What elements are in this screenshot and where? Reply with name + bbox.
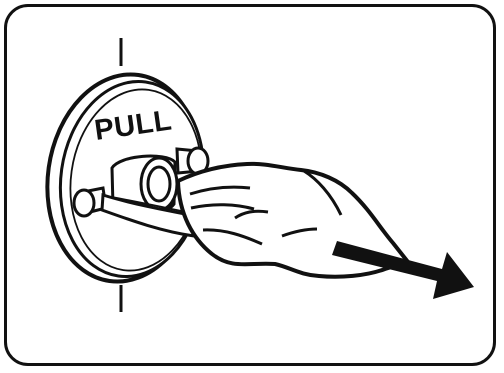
release-knob-icon (45, 72, 267, 284)
pull-direction-arrow-icon (332, 241, 474, 299)
upper-pin (175, 146, 210, 176)
